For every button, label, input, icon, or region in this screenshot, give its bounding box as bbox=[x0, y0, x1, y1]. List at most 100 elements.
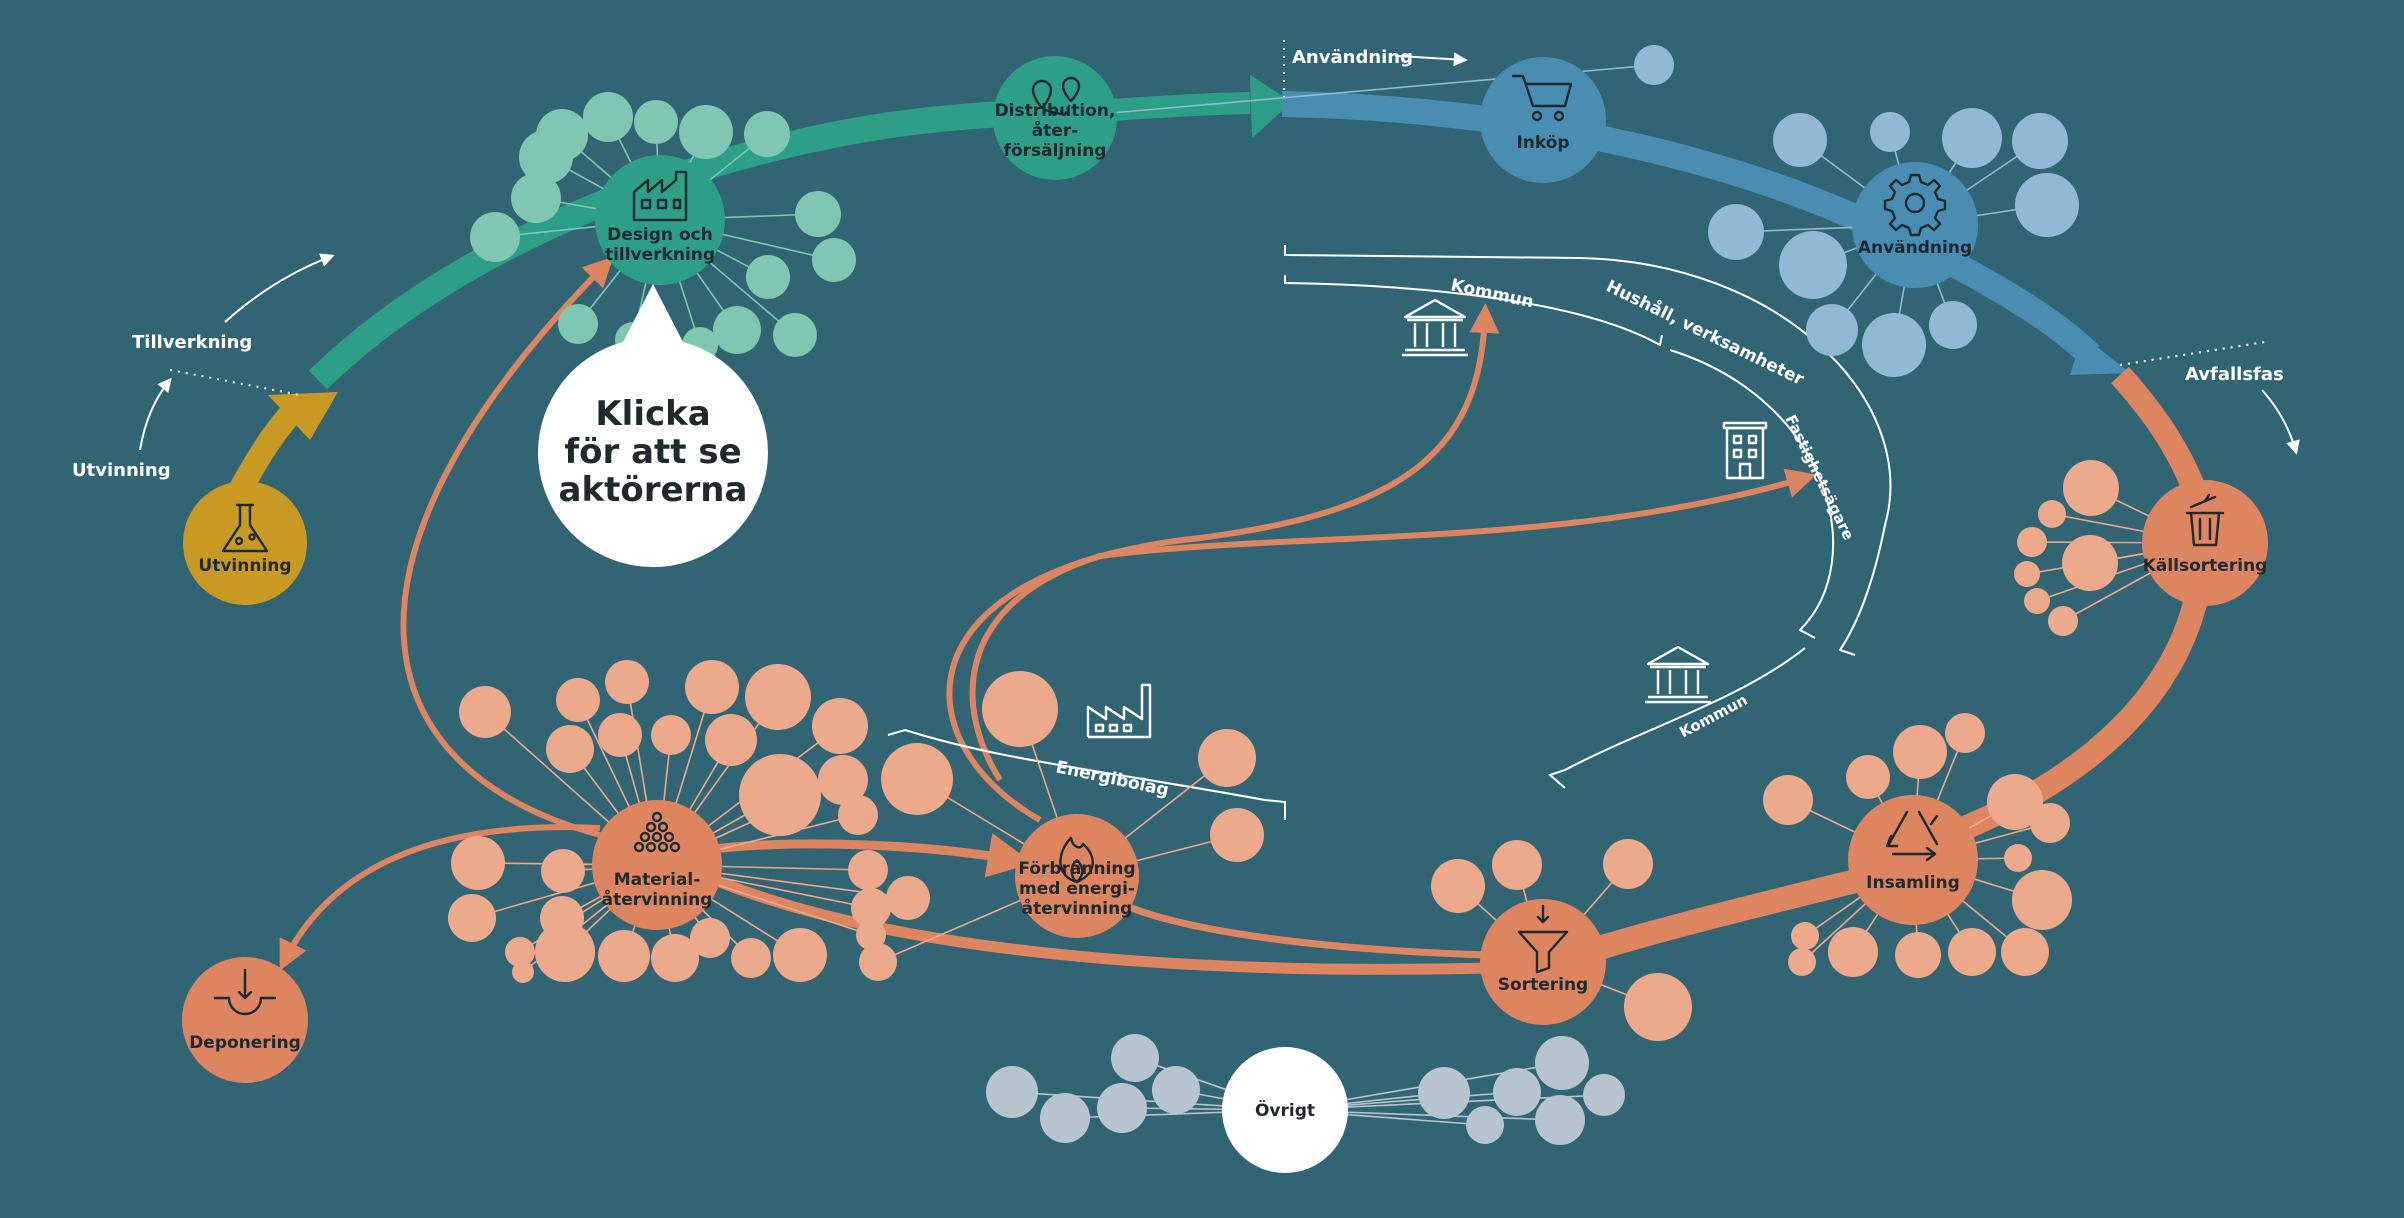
actor-bubble-ovrigt[interactable] bbox=[986, 1066, 1038, 1118]
actor-bubble-anvandning[interactable] bbox=[1929, 301, 1977, 349]
actor-bubble-sortering[interactable] bbox=[1624, 973, 1692, 1041]
hub-circle-anvandning[interactable] bbox=[1852, 162, 1978, 288]
actor-bubble-insamling[interactable] bbox=[1948, 928, 1996, 976]
actor-bubble-insamling[interactable] bbox=[1987, 774, 2043, 830]
actor-bubble-insamling[interactable] bbox=[1791, 922, 1819, 950]
actor-bubble-ovrigt[interactable] bbox=[1040, 1093, 1090, 1143]
actor-bubble-design[interactable] bbox=[744, 111, 790, 157]
actor-bubble-kallsortering[interactable] bbox=[2014, 561, 2040, 587]
hub-anvandning[interactable]: Användning bbox=[1852, 162, 1978, 288]
actor-bubble-material[interactable] bbox=[546, 725, 594, 773]
actor-bubble-material[interactable] bbox=[731, 938, 771, 978]
actor-bubble-insamling[interactable] bbox=[2001, 928, 2049, 976]
actor-bubble-material[interactable] bbox=[886, 876, 930, 920]
actor-bubble-material[interactable] bbox=[605, 660, 649, 704]
actor-bubble-material[interactable] bbox=[856, 920, 886, 950]
actor-bubble-distribution[interactable] bbox=[1634, 45, 1674, 85]
actor-bubble-material[interactable] bbox=[448, 894, 496, 942]
actor-bubble-material[interactable] bbox=[773, 928, 827, 982]
hub-inkop[interactable]: Inköp bbox=[1480, 57, 1606, 183]
actor-bubble-ovrigt[interactable] bbox=[1097, 1083, 1147, 1133]
actor-bubble-material[interactable] bbox=[745, 664, 811, 730]
actor-bubble-insamling[interactable] bbox=[1895, 932, 1941, 978]
actor-bubble-material[interactable] bbox=[556, 678, 600, 722]
actor-bubble-sortering[interactable] bbox=[1603, 839, 1653, 889]
actor-bubble-design[interactable] bbox=[746, 255, 790, 299]
actor-bubble-forbranning[interactable] bbox=[1198, 729, 1256, 787]
actor-bubble-design[interactable] bbox=[795, 191, 841, 237]
actor-bubble-design[interactable] bbox=[536, 109, 588, 161]
actor-bubble-insamling[interactable] bbox=[1828, 927, 1878, 977]
actor-bubble-ovrigt[interactable] bbox=[1111, 1034, 1159, 1082]
hub-distribution[interactable]: Distribution,åter-försäljning bbox=[993, 56, 1117, 180]
hub-circle-forbranning[interactable] bbox=[1015, 814, 1139, 938]
actor-bubble-material[interactable] bbox=[451, 836, 505, 890]
actor-bubble-insamling[interactable] bbox=[1763, 775, 1813, 825]
actor-bubble-anvandning[interactable] bbox=[2015, 173, 2079, 237]
actor-bubble-kallsortering[interactable] bbox=[2024, 588, 2050, 614]
actor-bubble-material[interactable] bbox=[739, 754, 821, 836]
hub-circle-insamling[interactable] bbox=[1848, 795, 1978, 925]
actor-bubble-material[interactable] bbox=[512, 961, 534, 983]
hub-circle-ovrigt[interactable] bbox=[1222, 1047, 1348, 1173]
actor-bubble-anvandning[interactable] bbox=[1773, 113, 1827, 167]
hub-deponering[interactable]: Deponering bbox=[182, 957, 308, 1083]
actor-bubble-ovrigt[interactable] bbox=[1535, 1095, 1585, 1145]
actor-bubble-ovrigt[interactable] bbox=[1418, 1067, 1470, 1119]
actor-bubble-material[interactable] bbox=[535, 922, 595, 982]
actor-bubble-forbranning[interactable] bbox=[859, 943, 897, 981]
actor-bubble-anvandning[interactable] bbox=[1708, 204, 1764, 260]
actor-bubble-insamling[interactable] bbox=[1893, 725, 1947, 779]
actor-bubble-design[interactable] bbox=[470, 212, 520, 262]
actor-bubble-insamling[interactable] bbox=[1945, 713, 1985, 753]
hub-ovrigt[interactable]: Övrigt bbox=[1222, 1047, 1348, 1173]
hub-circle-material[interactable] bbox=[592, 800, 722, 930]
actor-bubble-material[interactable] bbox=[818, 755, 868, 805]
click-callout[interactable]: Klicka för att se aktörerna bbox=[538, 284, 768, 568]
actor-bubble-anvandning[interactable] bbox=[1806, 304, 1858, 356]
actor-bubble-design[interactable] bbox=[812, 238, 856, 282]
actor-bubble-anvandning[interactable] bbox=[2012, 113, 2068, 169]
actor-bubble-kallsortering[interactable] bbox=[2048, 606, 2078, 636]
actor-bubble-material[interactable] bbox=[505, 937, 535, 967]
actor-bubble-material[interactable] bbox=[848, 850, 888, 890]
actor-bubble-material[interactable] bbox=[851, 888, 891, 928]
hub-circle-distribution[interactable] bbox=[993, 56, 1117, 180]
actor-bubble-ovrigt[interactable] bbox=[1466, 1106, 1504, 1144]
actor-bubble-sortering[interactable] bbox=[1492, 840, 1542, 890]
actor-bubble-forbranning[interactable] bbox=[982, 671, 1058, 747]
actor-bubble-material[interactable] bbox=[598, 713, 642, 757]
actor-bubble-kallsortering[interactable] bbox=[2017, 527, 2047, 557]
actor-bubble-forbranning[interactable] bbox=[881, 743, 953, 815]
actor-bubble-design[interactable] bbox=[679, 105, 733, 159]
actor-bubble-insamling[interactable] bbox=[1788, 948, 1816, 976]
actor-bubble-anvandning[interactable] bbox=[1942, 108, 2002, 168]
hub-utvinning[interactable]: Utvinning bbox=[183, 481, 307, 605]
actor-bubble-design[interactable] bbox=[773, 313, 817, 357]
actor-bubble-material[interactable] bbox=[651, 715, 691, 755]
actor-bubble-insamling[interactable] bbox=[2012, 870, 2072, 930]
actor-bubble-anvandning[interactable] bbox=[1779, 231, 1847, 299]
actor-bubble-kallsortering[interactable] bbox=[2038, 500, 2066, 528]
actor-bubble-kallsortering[interactable] bbox=[2062, 535, 2118, 591]
actor-bubble-material[interactable] bbox=[598, 930, 650, 982]
actor-bubble-anvandning[interactable] bbox=[1870, 112, 1910, 152]
actor-bubble-material[interactable] bbox=[838, 795, 878, 835]
actor-bubble-anvandning[interactable] bbox=[1862, 313, 1926, 377]
actor-bubble-design[interactable] bbox=[511, 173, 561, 223]
hub-circle-kallsortering[interactable] bbox=[2142, 480, 2268, 606]
actor-bubble-ovrigt[interactable] bbox=[1493, 1068, 1541, 1116]
hub-kallsortering[interactable]: Källsortering bbox=[2142, 480, 2268, 606]
actor-bubble-ovrigt[interactable] bbox=[1583, 1074, 1625, 1116]
hub-material[interactable]: Material-återvinning bbox=[592, 800, 722, 930]
hub-circle-inkop[interactable] bbox=[1480, 57, 1606, 183]
hub-sortering[interactable]: Sortering bbox=[1480, 899, 1606, 1025]
callout-bubble[interactable] bbox=[538, 284, 768, 568]
hub-circle-sortering[interactable] bbox=[1480, 899, 1606, 1025]
hub-circle-utvinning[interactable] bbox=[183, 481, 307, 605]
actor-bubble-design[interactable] bbox=[713, 306, 761, 354]
actor-bubble-ovrigt[interactable] bbox=[1535, 1036, 1589, 1090]
actor-bubble-design[interactable] bbox=[558, 304, 598, 344]
actor-bubble-material[interactable] bbox=[685, 660, 739, 714]
